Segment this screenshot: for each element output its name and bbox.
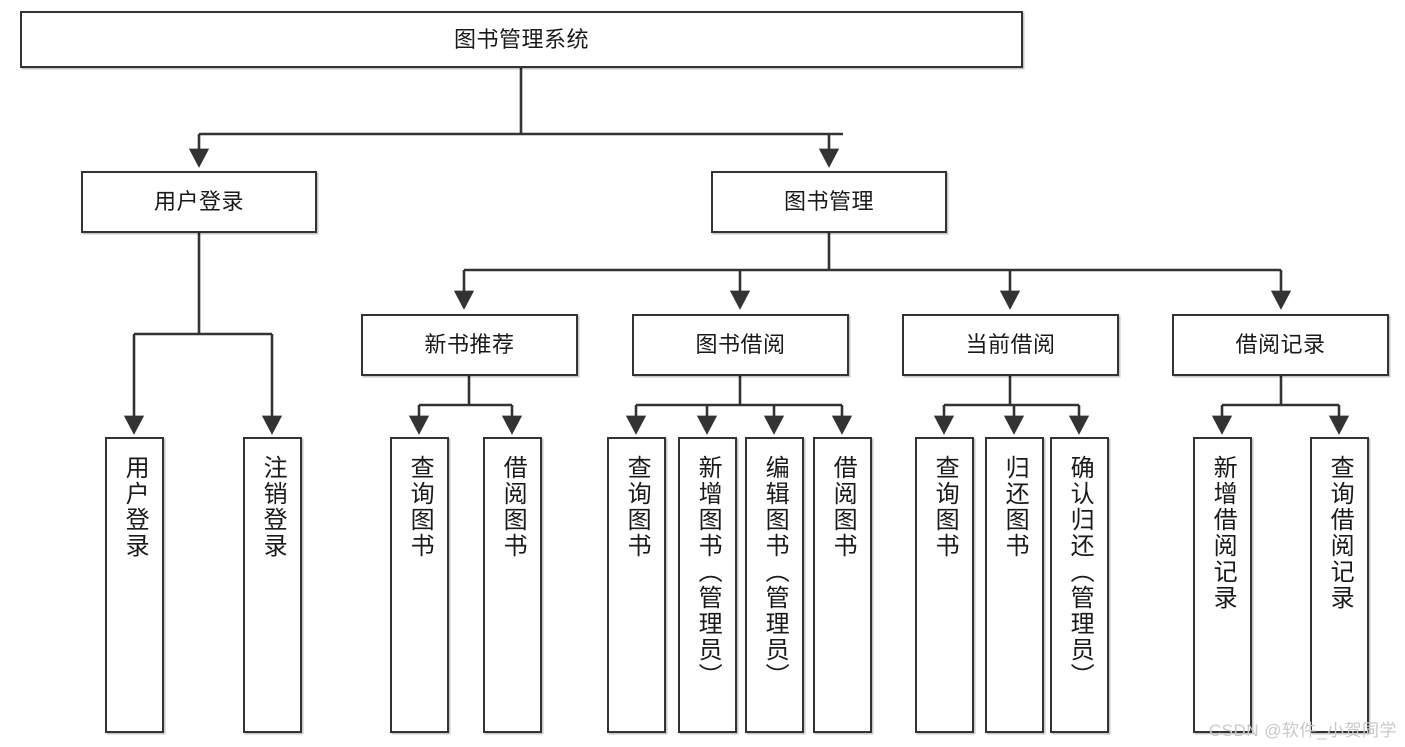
node-leaf-borrow-book-recommend[interactable]: 借阅图书 xyxy=(483,437,542,733)
node-user-login[interactable]: 用户登录 xyxy=(81,171,317,233)
node-label: 用户登录 xyxy=(121,455,149,559)
node-label: 用户登录 xyxy=(153,189,244,215)
node-leaf-query-borrow-record[interactable]: 查询借阅记录 xyxy=(1310,437,1369,733)
node-leaf-add-book-admin[interactable]: 新增图书（管理员） xyxy=(678,437,737,733)
node-root-book-management-system[interactable]: 图书管理系统 xyxy=(20,11,1023,68)
node-leaf-confirm-return-admin[interactable]: 确认归还（管理员） xyxy=(1050,437,1109,733)
node-leaf-return-book[interactable]: 归还图书 xyxy=(985,437,1044,733)
node-new-book-recommend[interactable]: 新书推荐 xyxy=(361,314,578,376)
node-label: 新增借阅记录 xyxy=(1209,455,1237,611)
node-label: 查询借阅记录 xyxy=(1326,455,1354,611)
node-label: 注销登录 xyxy=(259,455,287,559)
node-label: 借阅记录 xyxy=(1235,332,1326,358)
node-label: 归还图书 xyxy=(1001,455,1029,559)
node-leaf-query-book-current[interactable]: 查询图书 xyxy=(915,437,974,733)
node-leaf-query-book-borrow[interactable]: 查询图书 xyxy=(607,437,666,733)
node-label: 图书借阅 xyxy=(695,332,786,358)
node-label: 图书管理 xyxy=(783,189,874,215)
node-current-borrow[interactable]: 当前借阅 xyxy=(902,314,1119,376)
node-leaf-logout[interactable]: 注销登录 xyxy=(243,437,302,733)
node-label: 图书管理系统 xyxy=(453,26,589,52)
node-label: 编辑图书（管理员） xyxy=(761,455,789,689)
node-leaf-borrow-book[interactable]: 借阅图书 xyxy=(813,437,872,733)
node-label: 确认归还（管理员） xyxy=(1066,455,1094,689)
node-leaf-user-login[interactable]: 用户登录 xyxy=(105,437,164,733)
node-label: 新增图书（管理员） xyxy=(694,455,722,689)
node-label: 借阅图书 xyxy=(829,455,857,559)
node-label: 查询图书 xyxy=(406,455,434,559)
node-leaf-add-borrow-record[interactable]: 新增借阅记录 xyxy=(1193,437,1252,733)
node-label: 新书推荐 xyxy=(424,332,515,358)
node-label: 查询图书 xyxy=(931,455,959,559)
node-leaf-query-book-recommend[interactable]: 查询图书 xyxy=(390,437,449,733)
node-leaf-edit-book-admin[interactable]: 编辑图书（管理员） xyxy=(745,437,804,733)
node-label: 查询图书 xyxy=(623,455,651,559)
node-book-management[interactable]: 图书管理 xyxy=(711,171,947,233)
csdn-watermark: CSDN @软件_小贺同学 xyxy=(1208,721,1397,740)
node-book-borrow[interactable]: 图书借阅 xyxy=(632,314,849,376)
node-label: 借阅图书 xyxy=(499,455,527,559)
node-borrow-record[interactable]: 借阅记录 xyxy=(1172,314,1389,376)
node-label: 当前借阅 xyxy=(965,332,1056,358)
